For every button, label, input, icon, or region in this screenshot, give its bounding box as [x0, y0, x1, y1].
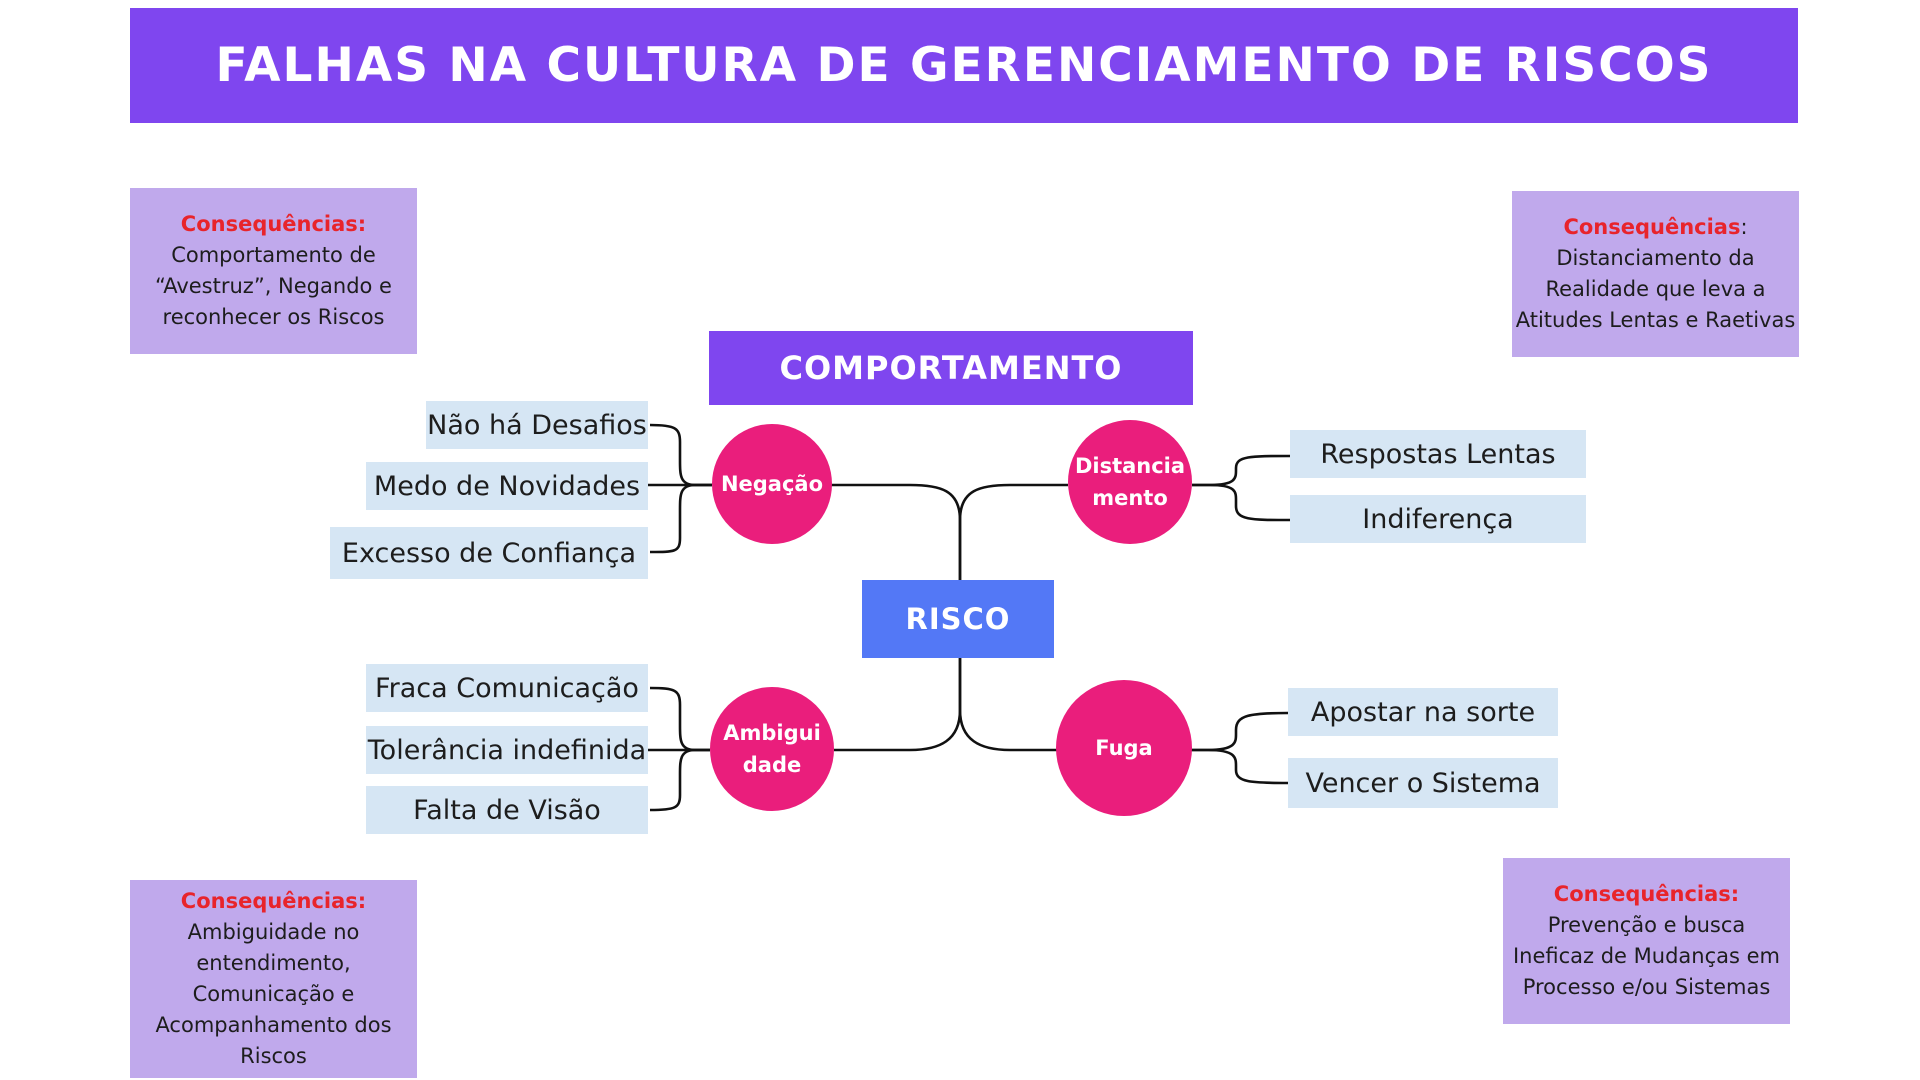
title-banner: FALHAS NA CULTURA DE GERENCIAMENTO DE RI… — [130, 8, 1798, 123]
link-fuga-leaf-1 — [1190, 711, 1289, 752]
consequences-line: Prevenção e busca — [1547, 913, 1746, 937]
leaf-label: Não há Desafios — [427, 409, 647, 441]
branch-label: mento — [1092, 486, 1168, 510]
consequences-heading: Consequências: — [1563, 212, 1747, 243]
leaf-label: Fraca Comunicação — [375, 672, 639, 704]
behavior-header-label: COMPORTAMENTO — [779, 349, 1123, 387]
link-center-fuga — [958, 658, 1057, 752]
leaf-fraca-comunicacao: Fraca Comunicação — [366, 664, 648, 712]
branch-node-ambiguidade: Ambigui dade — [710, 687, 834, 811]
link-distanciamento-leaf-1 — [1192, 454, 1291, 487]
consequences-line: “Avestruz”, Negando e — [155, 274, 392, 298]
page-title: FALHAS NA CULTURA DE GERENCIAMENTO DE RI… — [215, 38, 1713, 93]
leaf-label: Apostar na sorte — [1310, 696, 1536, 728]
consequences-heading-text: Consequências — [1563, 215, 1741, 239]
consequences-line: Realidade que leva a — [1545, 277, 1766, 301]
consequences-heading: Consequências: — [180, 889, 367, 913]
consequences-box-top-right: Consequências: Distanciamento da Realida… — [1512, 191, 1799, 357]
branch-node-fuga: Fuga — [1056, 680, 1192, 816]
link-negacao-leaf-1 — [649, 423, 712, 487]
consequences-heading: Consequências: — [1553, 882, 1740, 906]
leaf-label: Excesso de Confiança — [341, 537, 637, 569]
consequences-line: Comunicação e — [192, 982, 355, 1006]
behavior-header: COMPORTAMENTO — [709, 331, 1193, 405]
leaf-apostar-na-sorte: Apostar na sorte — [1288, 688, 1558, 736]
branch-label: Ambigui — [723, 721, 821, 745]
consequences-line: entendimento, — [196, 951, 351, 975]
leaf-medo-de-novidades: Medo de Novidades — [366, 462, 648, 510]
consequences-line: Acompanhamento dos — [155, 1013, 392, 1037]
leaf-falta-de-visao: Falta de Visão — [366, 786, 648, 834]
consequences-heading-colon: : — [1740, 215, 1748, 239]
link-ambiguidade-leaf-3 — [649, 748, 710, 812]
branch-label: dade — [742, 753, 802, 777]
consequences-line: Ineficaz de Mudanças em — [1512, 944, 1781, 968]
consequences-line: reconhecer os Riscos — [162, 305, 385, 329]
consequences-line: Distanciamento da — [1556, 246, 1755, 270]
center-node-label: RISCO — [905, 602, 1011, 636]
consequences-line: Atitudes Lentas e Raetivas — [1515, 308, 1796, 332]
branch-label: Negação — [720, 472, 824, 496]
link-fuga-leaf-2 — [1190, 748, 1289, 785]
leaf-respostas-lentas: Respostas Lentas — [1290, 430, 1586, 478]
leaf-label: Respostas Lentas — [1320, 438, 1556, 470]
leaf-label: Vencer o Sistema — [1305, 767, 1541, 799]
leaf-label: Tolerância indefinida — [367, 734, 647, 766]
consequences-box-bottom-left: Consequências: Ambiguidade no entendimen… — [130, 880, 417, 1078]
leaf-label: Indiferença — [1362, 503, 1514, 535]
branch-node-distanciamento: Distancia mento — [1068, 420, 1192, 544]
link-center-negacao — [830, 483, 962, 580]
leaf-indiferenca: Indiferença — [1290, 495, 1586, 543]
consequences-box-bottom-right: Consequências: Prevenção e busca Inefica… — [1503, 858, 1790, 1024]
link-center-ambiguidade — [834, 658, 962, 752]
leaf-label: Falta de Visão — [413, 794, 601, 826]
link-center-distanciamento — [958, 483, 1068, 580]
branch-node-negacao: Negação — [712, 424, 832, 544]
leaf-tolerancia-indefinida: Tolerância indefinida — [366, 726, 648, 774]
branch-label: Fuga — [1095, 736, 1153, 760]
consequences-heading: Consequências: — [180, 212, 367, 236]
consequences-line: Comportamento de — [171, 243, 376, 267]
consequences-line: Processo e/ou Sistemas — [1522, 975, 1771, 999]
consequences-box-top-left: Consequências: Comportamento de “Avestru… — [130, 188, 417, 354]
center-node-risco: RISCO — [862, 580, 1054, 658]
leaf-excesso-de-confianca: Excesso de Confiança — [330, 527, 648, 579]
link-distanciamento-leaf-2 — [1192, 483, 1291, 522]
consequences-line: Ambiguidade no — [187, 920, 360, 944]
link-ambiguidade-leaf-1 — [649, 686, 710, 752]
leaf-nao-ha-desafios: Não há Desafios — [426, 401, 648, 449]
link-negacao-leaf-3 — [649, 483, 712, 554]
branch-label: Distancia — [1074, 454, 1186, 478]
leaf-vencer-o-sistema: Vencer o Sistema — [1288, 758, 1558, 808]
consequences-line: Riscos — [240, 1044, 307, 1068]
leaf-label: Medo de Novidades — [373, 470, 641, 502]
